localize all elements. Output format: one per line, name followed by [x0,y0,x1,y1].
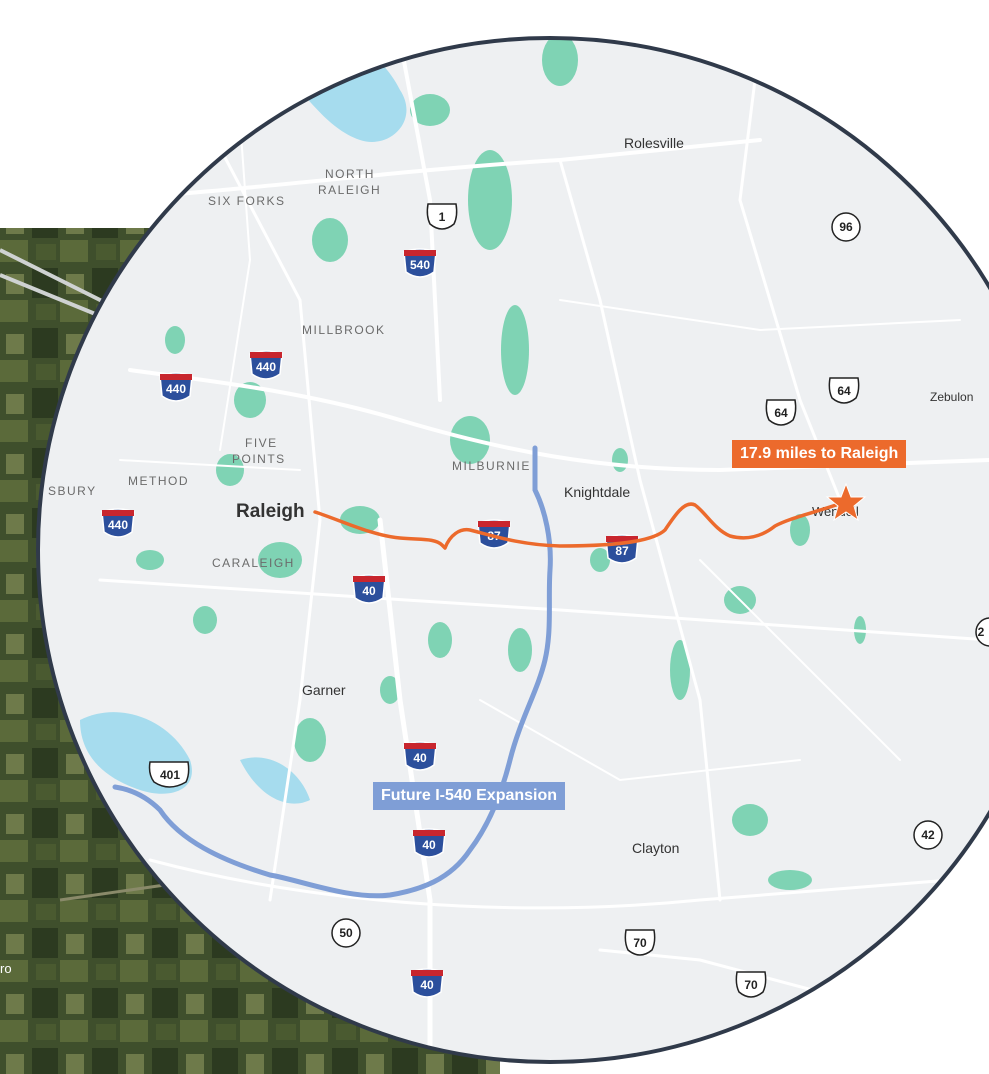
label-edge-left: ro [0,961,12,976]
svg-text:40: 40 [362,584,376,598]
svg-text:42: 42 [921,828,935,842]
svg-text:64: 64 [774,406,788,420]
future-i540-expansion-route [112,445,553,899]
interstate-540-shield-north: 540 [169,148,203,178]
label-caraleigh: CARALEIGH [212,556,295,570]
svg-text:40: 40 [413,751,427,765]
nc-route-2x-shield: 2 [975,617,989,647]
svg-text:40: 40 [420,978,434,992]
svg-text:70: 70 [744,978,758,992]
interstate-40-shield-south: 40 [412,828,446,858]
svg-text:64: 64 [837,384,851,398]
svg-text:70: 70 [633,936,647,950]
svg-text:440: 440 [256,360,276,374]
label-edge-bottom: W [822,1034,835,1049]
label-north-raleigh-line2: RALEIGH [318,183,381,197]
interstate-440-shield-north: 440 [249,350,283,380]
nc-route-96-shield: 96 [831,212,861,242]
nc-route-50-shield: 50 [331,918,361,948]
svg-text:1: 1 [439,210,446,224]
label-millbrook: MILLBROOK [302,323,386,337]
label-sbury: SBURY [48,484,97,498]
label-raleigh: Raleigh [236,501,305,522]
label-method: METHOD [128,474,189,488]
interstate-87-shield-east: 87 [605,534,639,564]
svg-text:540: 540 [176,158,196,172]
distance-to-raleigh-callout: 17.9 miles to Raleigh [732,440,907,468]
svg-text:440: 440 [108,518,128,532]
us-route-64-shield-east: 64 [828,377,860,404]
wendell-star-marker [825,482,867,522]
us-route-401-shield: 401 [148,761,190,788]
label-five-points-line2: POINTS [232,452,286,466]
label-clayton: Clayton [632,840,679,856]
interstate-40-shield-bottom: 40 [410,968,444,998]
map-circle-border [36,36,989,1064]
raleigh-to-wendell-route [313,500,847,550]
nc-route-98-shield: 98 [722,24,752,46]
svg-text:98: 98 [730,24,744,38]
interstate-440-shield-west: 440 [159,372,193,402]
label-zebulon: Zebulon [930,390,973,404]
future-i540-expansion-callout: Future I-540 Expansion [373,782,566,810]
svg-text:40: 40 [422,838,436,852]
svg-text:2: 2 [978,625,985,639]
label-north-raleigh-line1: NORTH [325,167,375,181]
svg-text:50: 50 [339,926,353,940]
us-route-70-shield-east: 70 [735,971,767,998]
svg-text:96: 96 [839,220,853,234]
svg-text:401: 401 [160,768,180,782]
interstate-540-shield-central: 540 [403,248,437,278]
us-route-70-shield-west: 70 [624,929,656,956]
label-knightdale: Knightdale [564,484,630,500]
nc-route-42-shield: 42 [913,820,943,850]
us-route-1-shield: 1 [426,203,458,230]
label-six-forks: SIX FORKS [208,194,286,208]
interstate-440-shield-southwest: 440 [101,508,135,538]
svg-text:440: 440 [166,382,186,396]
interstate-40-shield-central: 40 [352,574,386,604]
svg-text:540: 540 [410,258,430,272]
svg-text:87: 87 [615,544,629,558]
us-route-64-shield-west: 64 [765,399,797,426]
label-milburnie: MILBURNIE [452,459,531,473]
label-rolesville: Rolesville [624,135,684,151]
label-garner: Garner [302,682,346,698]
interstate-40-shield-garner: 40 [403,741,437,771]
label-five-points-line1: FIVE [245,436,278,450]
parks [136,38,866,890]
